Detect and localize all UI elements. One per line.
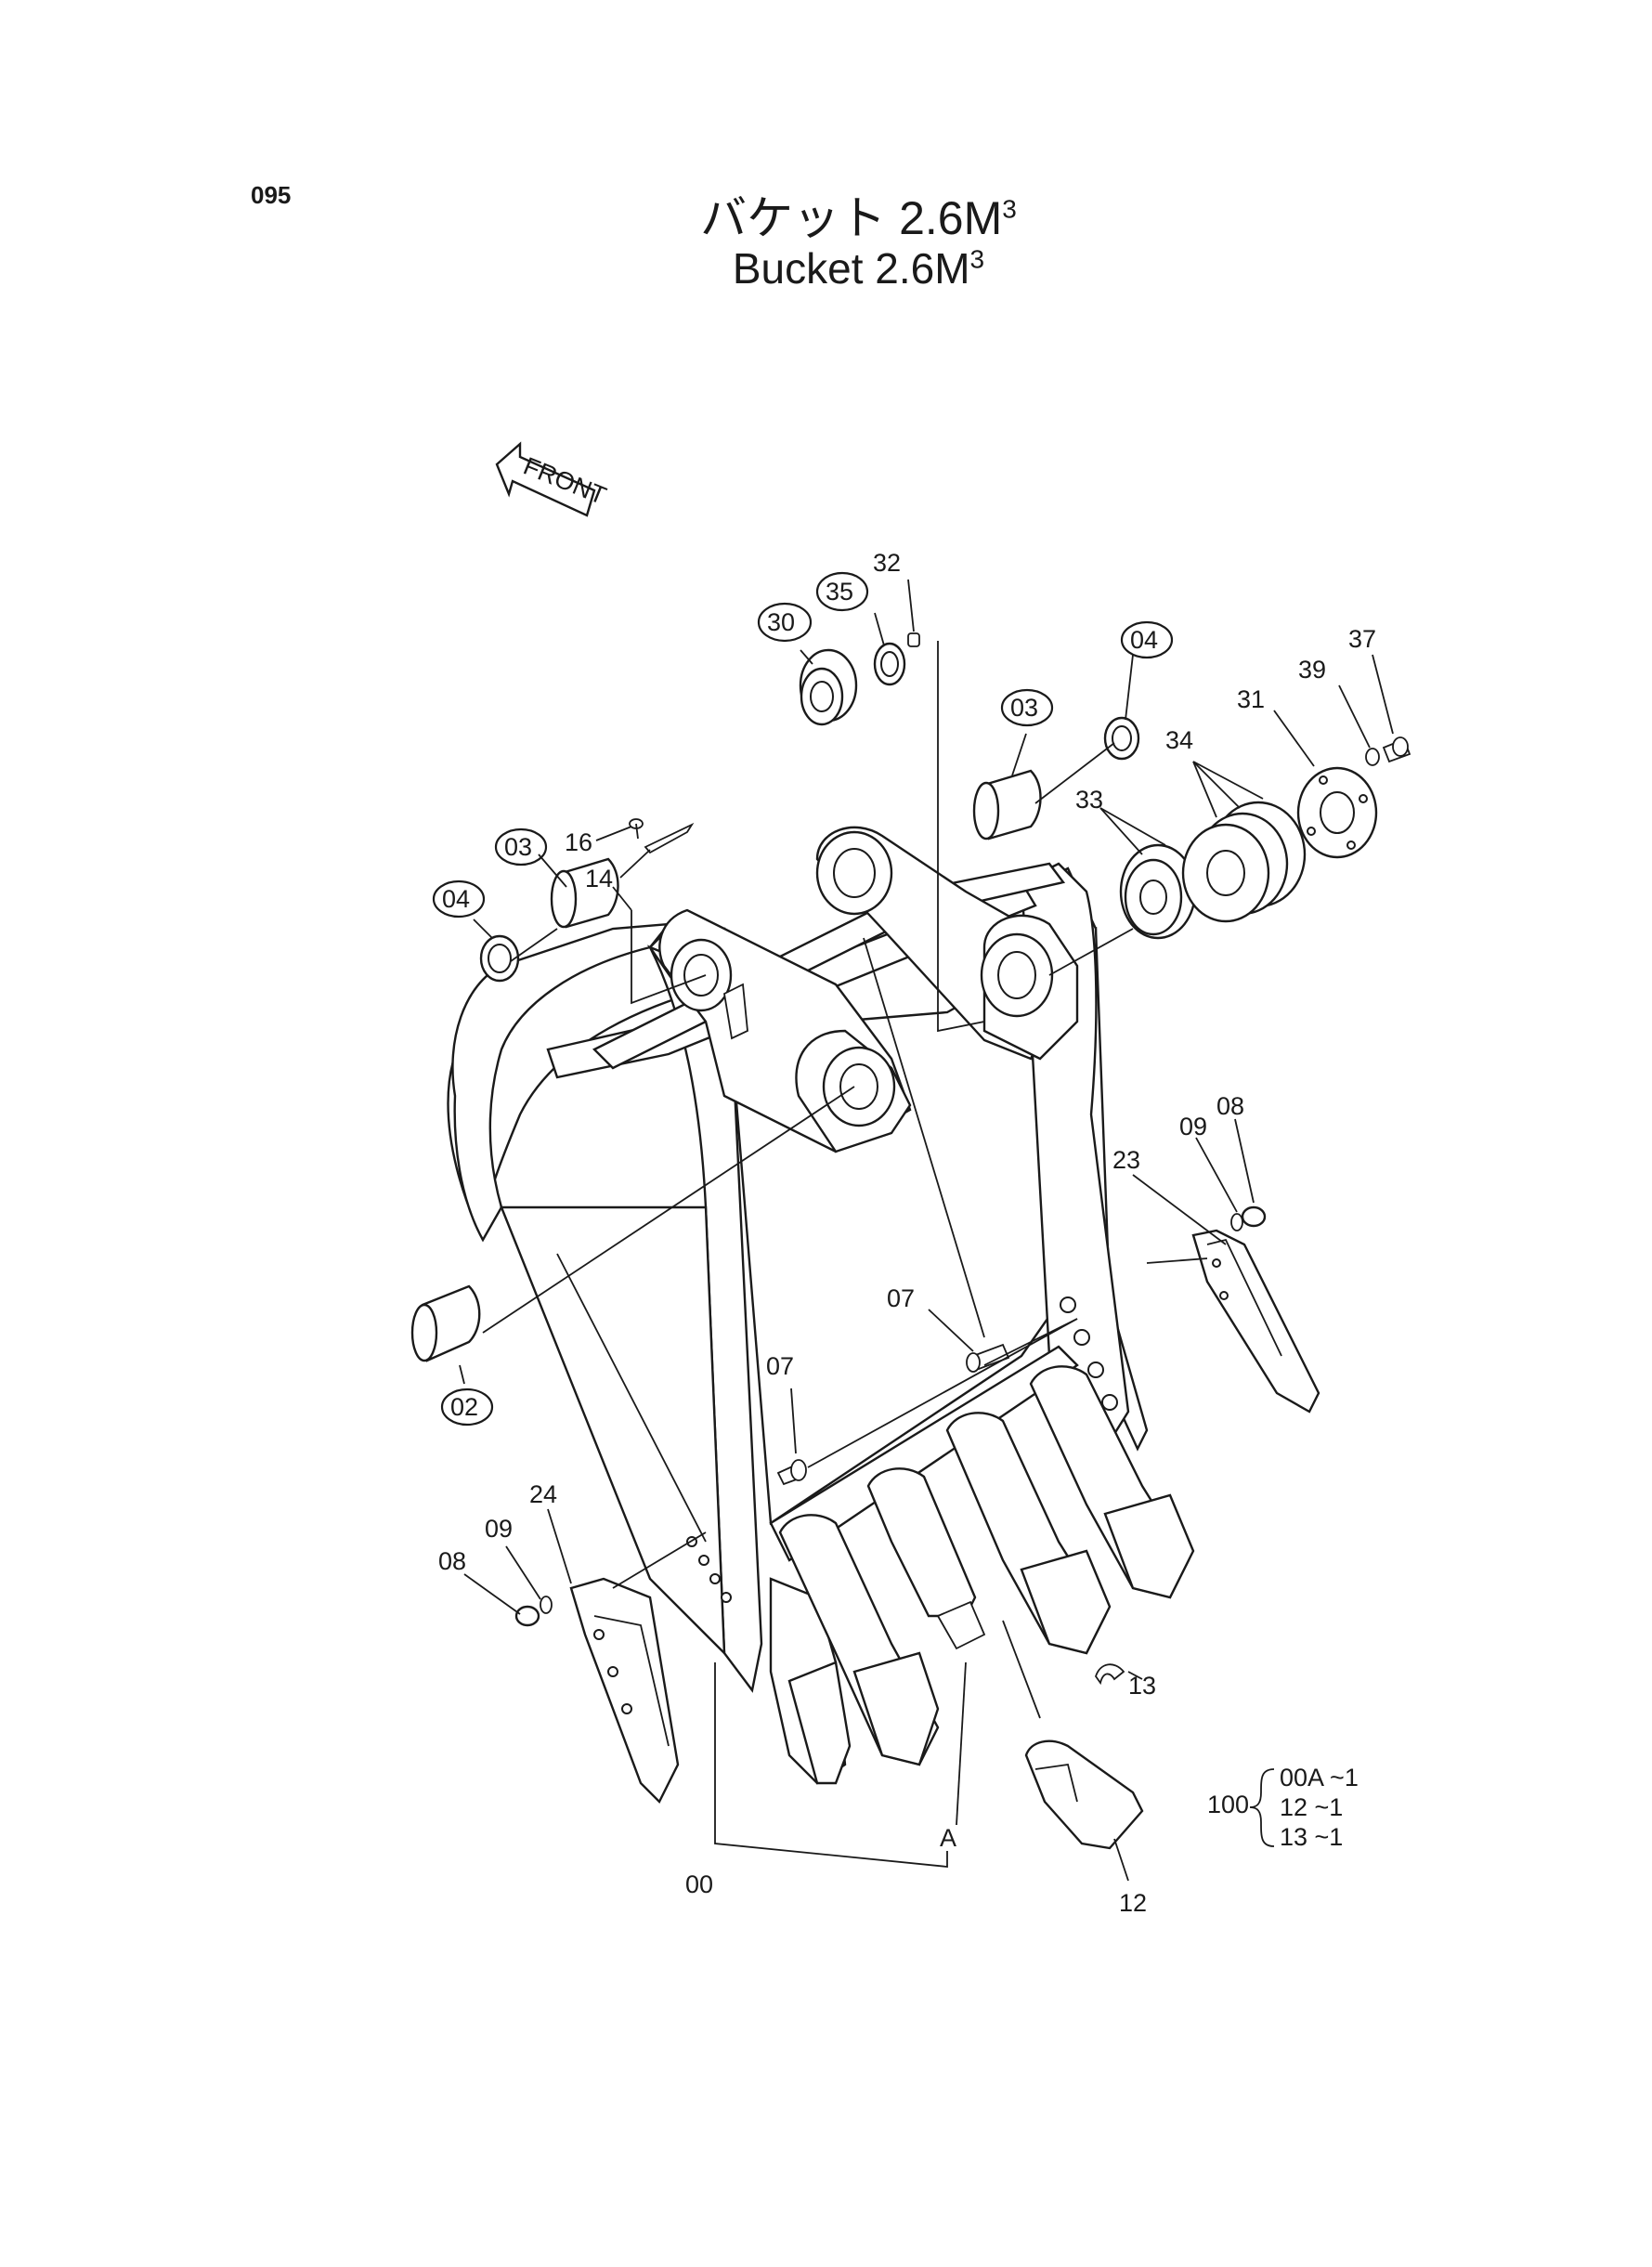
- callout-circle-03a: [494, 827, 548, 866]
- lock-plate-14: [644, 822, 695, 854]
- callouts: 30 35 04 03 03 04 02 32 37 39 31 34 33 1…: [432, 549, 1376, 1917]
- kit-line-1: 00A ~1: [1280, 1764, 1359, 1791]
- callout-07a: 07: [887, 1284, 915, 1312]
- title-english-superscript: 3: [969, 244, 985, 274]
- callout-32: 32: [873, 549, 901, 577]
- plate-31: [1296, 766, 1378, 859]
- callout-02: 02: [450, 1393, 478, 1421]
- callout-39: 39: [1298, 656, 1326, 684]
- callout-08b: 08: [1216, 1092, 1244, 1120]
- nut-08-right: [1241, 1205, 1267, 1228]
- leader-lines: [459, 579, 1394, 1882]
- callout-04a: 04: [442, 885, 470, 913]
- boss-30: [799, 648, 858, 726]
- seal-04-right: [1103, 716, 1140, 761]
- callout-04b: 04: [1130, 626, 1158, 654]
- lock-pin-13: [1095, 1663, 1125, 1686]
- callout-12: 12: [1119, 1889, 1147, 1917]
- callout-37: 37: [1348, 625, 1376, 653]
- callout-07b: 07: [766, 1352, 794, 1380]
- callout-30: 30: [767, 608, 795, 636]
- callout-03a: 03: [504, 833, 532, 861]
- callout-circle-30: [757, 602, 813, 643]
- nut-08-left: [514, 1605, 540, 1627]
- tooth-point-12: [1024, 1739, 1144, 1850]
- callout-circle-04a: [432, 879, 486, 919]
- callout-33: 33: [1075, 786, 1103, 814]
- bucket-teeth: [769, 1345, 1195, 1785]
- title-japanese-text: バケット 2.6M: [700, 192, 1003, 244]
- bushing-03-right: [972, 769, 1042, 840]
- bolt-07-lower: [776, 1459, 807, 1486]
- bushing-03-left: [550, 857, 619, 929]
- bolt-07-upper: [966, 1343, 1010, 1373]
- title-japanese-superscript: 3: [1002, 194, 1017, 224]
- bolt-16: [629, 818, 644, 840]
- callout-16: 16: [565, 828, 592, 856]
- washer-39: [1365, 748, 1380, 766]
- pin-32: [907, 632, 920, 647]
- title-english: Bucket 2.6M3: [0, 243, 1652, 293]
- kit-brace: [1249, 1768, 1275, 1847]
- side-plate-holes: [686, 1296, 1118, 1603]
- callout-13: 13: [1128, 1672, 1156, 1700]
- bolt-37: [1382, 736, 1411, 763]
- callout-00: 00: [685, 1870, 713, 1898]
- kit-number: 100: [1207, 1791, 1249, 1818]
- washer-09-right: [1230, 1213, 1243, 1231]
- callout-A: A: [940, 1824, 956, 1852]
- ring-35: [873, 642, 906, 686]
- callout-08a: 08: [438, 1547, 466, 1575]
- kit-note: 100 00A ~1 12 ~1 13 ~1: [1207, 1764, 1359, 1851]
- callout-31: 31: [1237, 685, 1265, 713]
- plate-33: [1119, 843, 1197, 940]
- callout-24: 24: [529, 1480, 557, 1508]
- seal-04-left: [479, 934, 520, 983]
- washer-09-left: [540, 1596, 553, 1614]
- shims-34: [1181, 801, 1307, 923]
- kit-line-2: 12 ~1: [1280, 1793, 1343, 1821]
- callout-09a: 09: [485, 1515, 513, 1543]
- callout-circle-04b: [1120, 620, 1174, 659]
- callout-35: 35: [826, 578, 853, 606]
- callout-34: 34: [1165, 726, 1193, 754]
- page-number: 095: [251, 181, 292, 209]
- kit-line-3: 13 ~1: [1280, 1823, 1343, 1851]
- front-arrow-icon: FRONT: [495, 441, 610, 517]
- bushing-02: [410, 1284, 481, 1362]
- callout-circle-03b: [1000, 688, 1054, 727]
- callout-03b: 03: [1010, 694, 1038, 722]
- title-english-text: Bucket 2.6M: [732, 244, 970, 293]
- callout-circle-35: [815, 571, 869, 612]
- callout-09b: 09: [1179, 1113, 1207, 1140]
- callout-23: 23: [1112, 1146, 1140, 1174]
- side-cutter-24: [569, 1577, 680, 1804]
- title-japanese: バケット 2.6M3: [0, 181, 1652, 248]
- callout-14: 14: [585, 865, 613, 892]
- callout-circle-02: [440, 1388, 494, 1427]
- side-cutter-23: [1191, 1229, 1320, 1414]
